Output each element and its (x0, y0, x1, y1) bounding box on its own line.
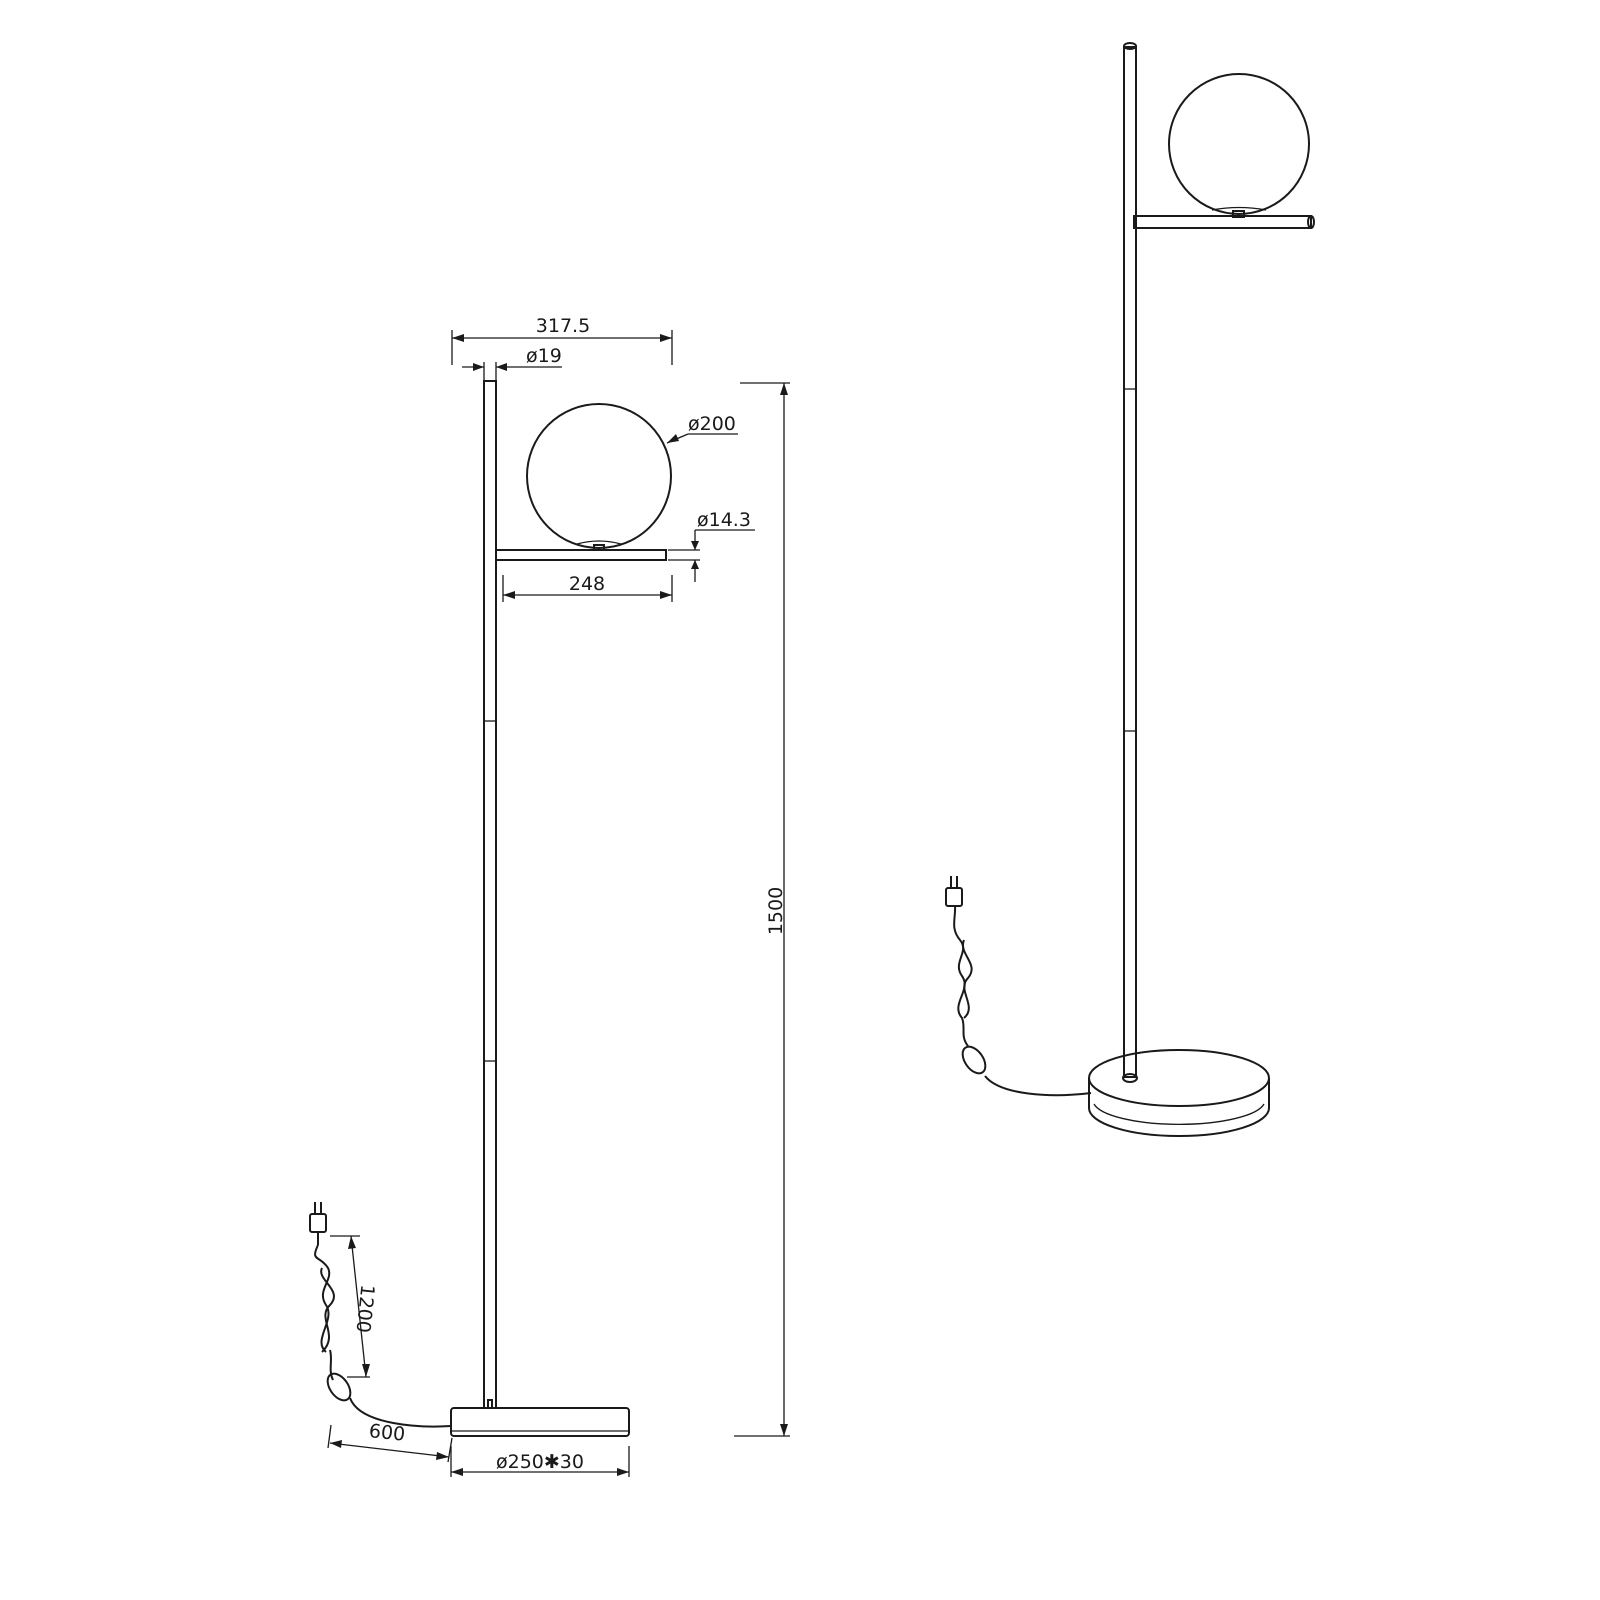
dim-total-height: 1500 (734, 382, 790, 1437)
arm (495, 549, 667, 561)
dim-label-arm-diameter: ø14.3 (697, 509, 751, 531)
pole-3d (1123, 42, 1137, 1078)
dim-label-pole-diameter: ø19 (526, 345, 562, 367)
arm-3d (1133, 215, 1315, 229)
dim-cord-to-base: 600 (327, 1420, 453, 1463)
globe-shade (526, 403, 672, 551)
dim-globe-diameter: ø200 (666, 413, 738, 444)
pole (483, 380, 497, 1409)
power-cord (314, 1232, 452, 1428)
dim-arm-length: 248 (502, 573, 673, 602)
dim-label-cord-to-switch: 1200 (351, 1283, 378, 1333)
dim-label-cord-to-base: 600 (368, 1420, 406, 1446)
plug-icon (309, 1202, 327, 1233)
dim-base-size: ø250✱30 (450, 1446, 630, 1477)
dim-arm-diameter: ø14.3 (668, 509, 755, 582)
base-3d (1088, 1049, 1270, 1137)
globe-3d (1168, 73, 1310, 218)
base (450, 1399, 630, 1437)
dim-label-317-5: 317.5 (536, 315, 590, 337)
power-cord-3d (953, 905, 1092, 1097)
dim-label-base-size: ø250✱30 (496, 1451, 584, 1473)
plug-icon-3d (945, 876, 963, 907)
elevation-view: 317.5 ø19 ø200 ø14.3 (309, 315, 790, 1477)
dim-label-globe-diameter: ø200 (688, 413, 736, 435)
inline-switch-3d (961, 1045, 987, 1075)
dim-cord-to-switch: 1200 (330, 1235, 378, 1378)
dim-label-total-height: 1500 (765, 887, 787, 935)
dim-pole-diameter: ø19 (462, 345, 562, 380)
dim-overall-width: 317.5 (451, 315, 673, 365)
perspective-view (945, 42, 1315, 1137)
dim-label-arm-length: 248 (569, 573, 605, 595)
inline-switch (326, 1372, 352, 1402)
